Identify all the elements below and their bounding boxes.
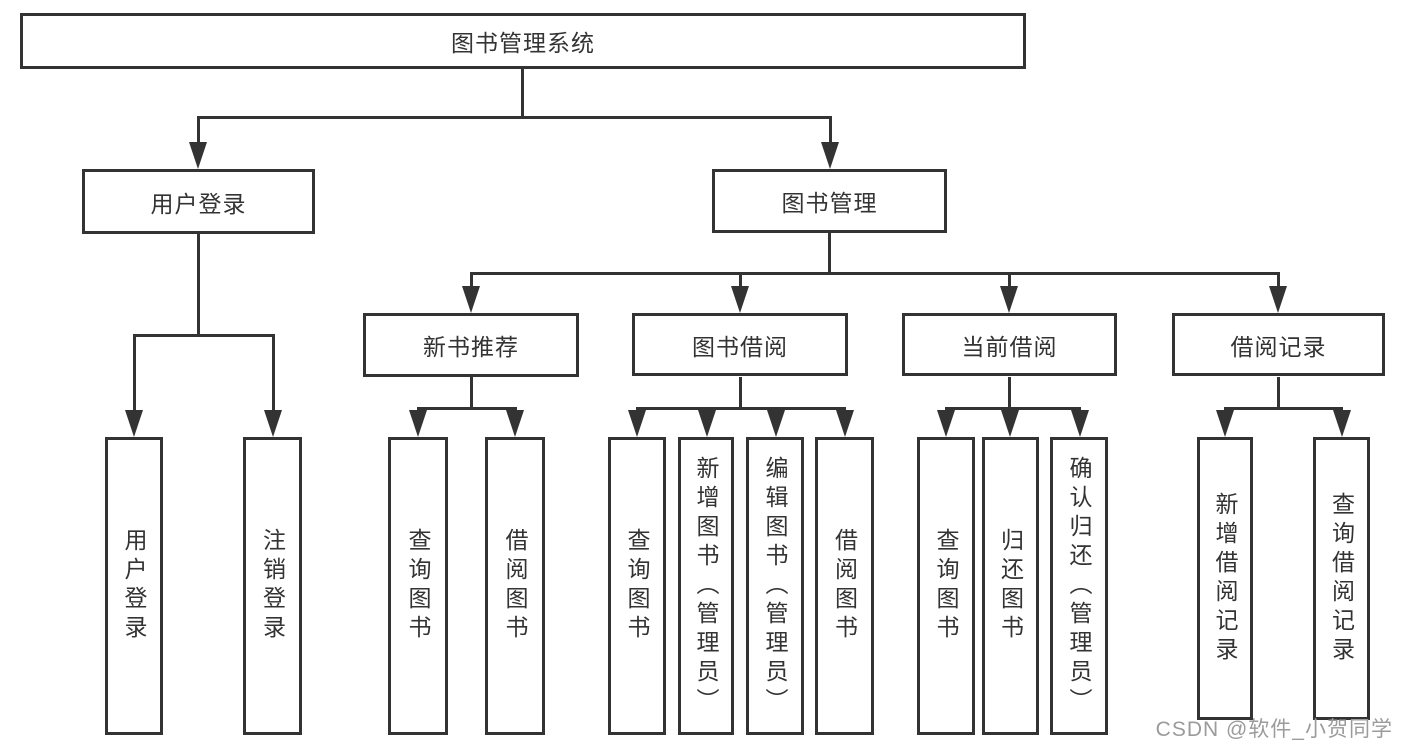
arrowhead-borrow-records	[1269, 286, 1287, 313]
arrowhead-leaf-logout	[264, 410, 282, 437]
leaf-cb-query-books: 查询图书	[917, 437, 975, 735]
leaf-cb-confirm-return: 确认归还（管理员）	[1050, 437, 1108, 735]
arrowhead-bb-borrow	[836, 410, 854, 437]
connector-user-login-split	[133, 334, 275, 337]
arrowhead-bb-add	[698, 410, 716, 437]
connector-to-new-book-recommend	[470, 272, 473, 288]
connector-nbr-split	[417, 407, 517, 410]
arrowhead-book-management	[821, 142, 839, 169]
leaf-br-query-record: 查询借阅记录	[1313, 437, 1370, 720]
node-user-login: 用户登录	[82, 169, 315, 234]
node-book-management: 图书管理	[712, 169, 947, 233]
node-borrow-records: 借阅记录	[1172, 313, 1385, 376]
node-current-borrow: 当前借阅	[902, 313, 1117, 376]
leaf-cb-return-books: 归还图书	[982, 437, 1039, 735]
connector-bb-stem	[739, 377, 742, 410]
connector-nbr-stem	[470, 377, 473, 410]
leaf-br-add-record: 新增借阅记录	[1197, 437, 1253, 720]
node-root: 图书管理系统	[20, 13, 1026, 69]
connector-to-book-borrow	[739, 272, 742, 288]
arrowhead-nbr-borrow	[506, 410, 524, 437]
leaf-nbr-query-books: 查询图书	[388, 437, 448, 735]
arrowhead-br-query	[1333, 410, 1351, 437]
leaf-bb-query-books: 查询图书	[608, 437, 666, 735]
node-book-borrow: 图书借阅	[632, 313, 848, 376]
leaf-bb-edit-books: 编辑图书（管理员）	[746, 437, 804, 735]
arrowhead-cb-query	[937, 410, 955, 437]
leaf-logout: 注销登录	[243, 437, 302, 735]
arrowhead-user-login	[189, 142, 207, 169]
connector-book-management-stem	[828, 233, 831, 275]
arrowhead-nbr-query	[409, 410, 427, 437]
connector-br-stem	[1277, 377, 1280, 410]
connector-cb-split	[945, 407, 1081, 410]
arrowhead-current-borrow	[1000, 286, 1018, 313]
connector-to-current-borrow	[1008, 272, 1011, 288]
connector-level1-split	[197, 116, 832, 119]
connector-user-login-stem	[197, 234, 200, 337]
arrowhead-cb-return	[1001, 410, 1019, 437]
connector-cb-stem	[1008, 377, 1011, 410]
connector-to-user-login	[197, 116, 200, 144]
arrowhead-cb-confirm	[1071, 410, 1089, 437]
connector-br-split	[1224, 407, 1343, 410]
connector-bb-split	[636, 407, 846, 410]
leaf-bb-borrow-books: 借阅图书	[815, 437, 874, 735]
arrowhead-bb-edit	[767, 410, 785, 437]
arrowhead-new-book-recommend	[462, 286, 480, 313]
arrowhead-bb-query	[628, 410, 646, 437]
connector-to-leaf-logout	[272, 334, 275, 410]
connector-to-borrow-records	[1277, 272, 1280, 288]
arrowhead-book-borrow	[731, 286, 749, 313]
node-new-book-recommend: 新书推荐	[363, 313, 579, 377]
arrowhead-br-add	[1216, 410, 1234, 437]
leaf-bb-add-books: 新增图书（管理员）	[678, 437, 734, 735]
connector-to-leaf-user-login	[133, 334, 136, 410]
connector-root-stem	[521, 69, 524, 117]
leaf-nbr-borrow-books: 借阅图书	[485, 437, 545, 735]
connector-to-book-management	[829, 116, 832, 144]
csdn-watermark: CSDN @软件_小贺同学	[1155, 718, 1393, 741]
arrowhead-leaf-user-login	[125, 410, 143, 437]
connector-level3-split	[470, 272, 1280, 275]
leaf-user-login: 用户登录	[105, 437, 163, 735]
